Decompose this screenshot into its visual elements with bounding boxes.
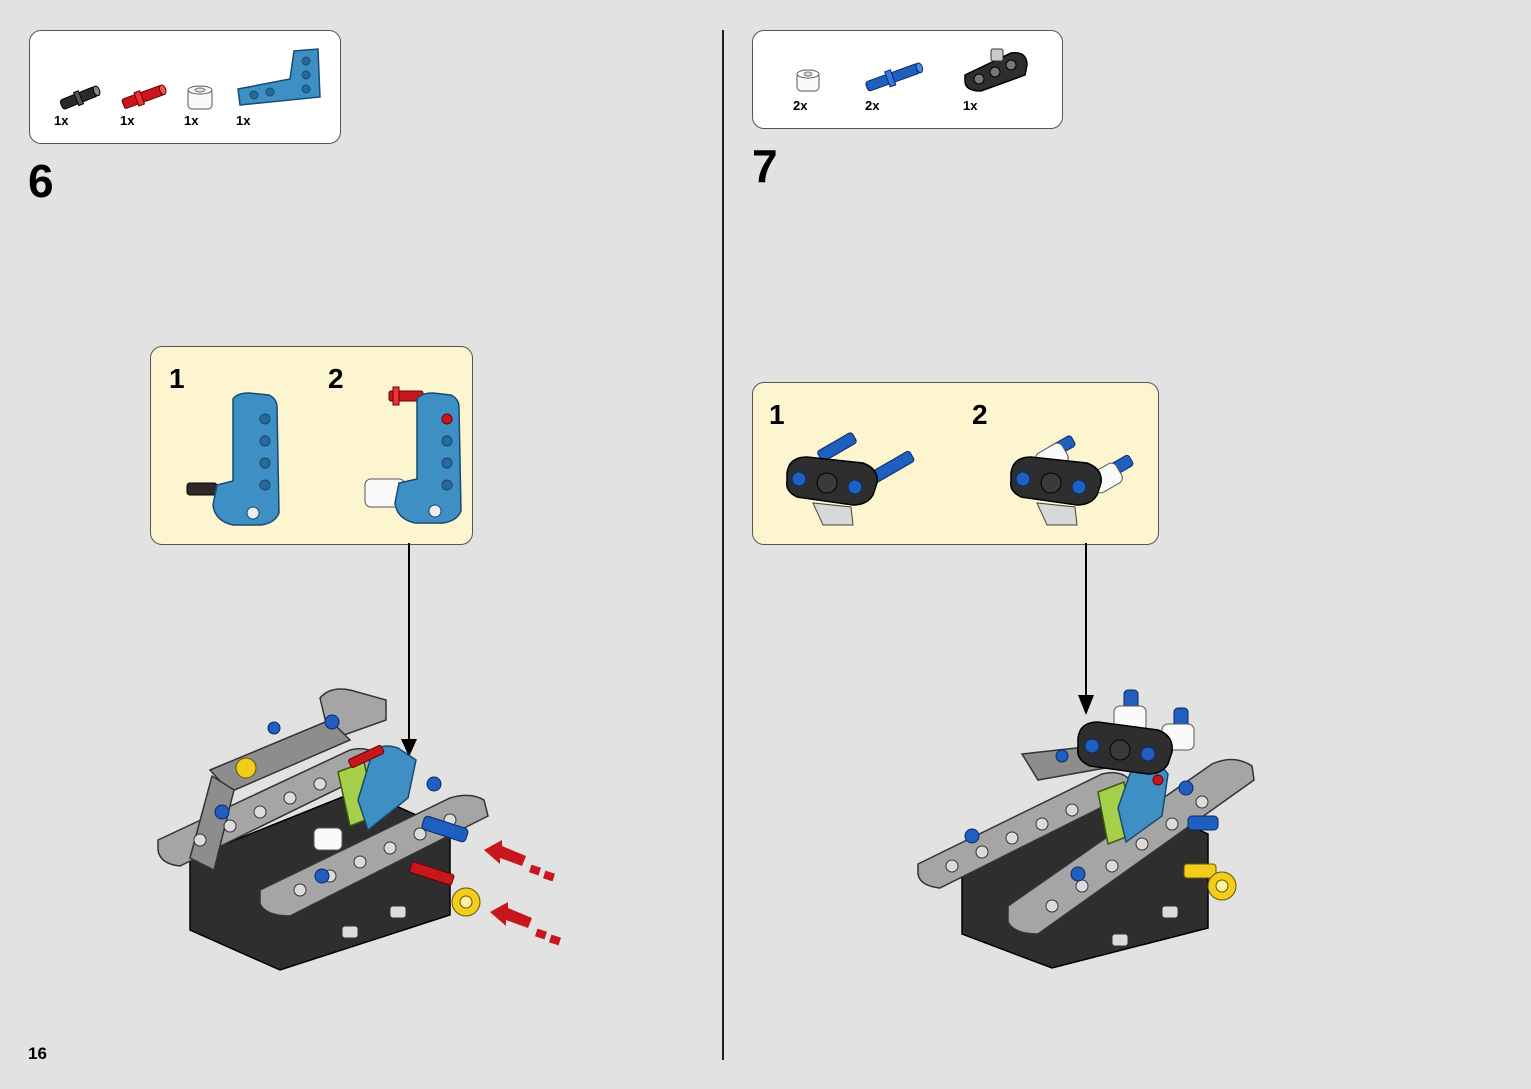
step-6-chassis-illustration bbox=[157, 688, 561, 971]
callout-pointer-arrow bbox=[401, 543, 417, 757]
substep-2-connector-illustration bbox=[1009, 435, 1134, 526]
substep-1-connector-illustration bbox=[785, 432, 915, 526]
part-qty: 1x bbox=[120, 113, 135, 128]
substep-number: 1 bbox=[769, 399, 785, 430]
black-beam-connector-icon bbox=[964, 48, 1028, 92]
substep-1-azure-beam-illustration bbox=[186, 392, 280, 526]
part-qty: 1x bbox=[184, 113, 199, 128]
white-bush-icon bbox=[187, 85, 213, 110]
callout-pointer-arrow bbox=[1078, 543, 1094, 715]
blue-axle-pin-icon bbox=[865, 62, 924, 92]
white-bush-icon bbox=[796, 69, 820, 92]
page-divider bbox=[722, 30, 724, 1060]
substep-number: 2 bbox=[328, 363, 344, 394]
part-qty: 2x bbox=[865, 98, 880, 113]
substep-2-azure-beam-illustration bbox=[364, 386, 462, 524]
part-qty: 1x bbox=[54, 113, 69, 128]
parts-list-step-7: 2x 2x 1x bbox=[752, 30, 1063, 129]
page-number: 16 bbox=[28, 1044, 47, 1063]
substep-number: 1 bbox=[169, 363, 185, 394]
subassembly-callout-step-7: 1 2 bbox=[752, 382, 1159, 545]
subassembly-callout-step-6: 1 2 bbox=[150, 346, 473, 545]
part-qty: 1x bbox=[963, 98, 978, 113]
black-axle-pin-icon bbox=[59, 85, 101, 110]
parts-list-step-6: 1x 1x 1x 1x bbox=[29, 30, 341, 144]
step-number: 6 bbox=[28, 155, 54, 207]
part-qty: 1x bbox=[236, 113, 251, 128]
substep-number: 2 bbox=[972, 399, 988, 430]
red-axle-icon bbox=[121, 84, 167, 109]
step-number: 7 bbox=[752, 140, 778, 192]
step-7-chassis-illustration bbox=[917, 689, 1255, 969]
part-qty: 2x bbox=[793, 98, 808, 113]
azure-angled-beam-icon bbox=[237, 48, 321, 106]
